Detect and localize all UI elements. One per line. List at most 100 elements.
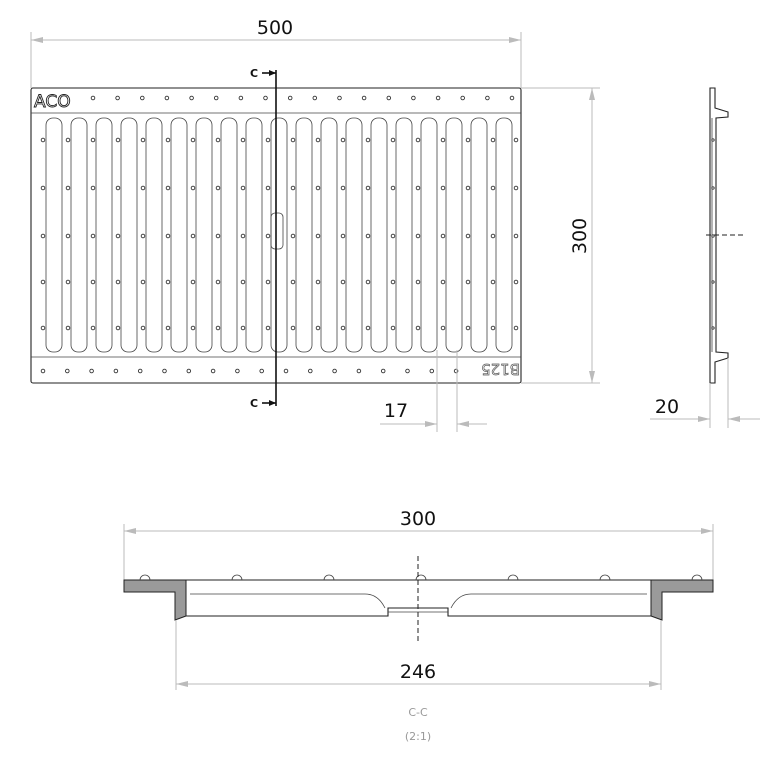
band-hole [164,95,170,101]
bar-hole [315,137,321,143]
bar-hole [40,325,46,331]
bar-hole [513,325,519,331]
bar-hole [190,325,196,331]
slot [270,117,288,353]
section-line-c: C C [250,67,277,410]
band-hole [460,95,465,101]
band-hole [235,368,240,374]
bar-hole [415,137,421,143]
slot [320,117,338,353]
dimension-slot-pitch: 17 [380,350,487,432]
bar-hole [265,185,271,191]
bar-hole [290,137,296,143]
band-hole [429,368,435,374]
bar-hole [240,233,246,239]
band-hole [337,95,342,101]
bar-hole [440,185,446,191]
bar-hole [165,233,171,239]
slot [345,117,363,353]
side-dot [711,234,715,238]
band-hole [213,95,219,101]
band-hole [380,368,386,374]
bar-hole [190,185,196,191]
band-hole [89,368,94,374]
right-flange-section [650,579,714,621]
bar-hole [140,233,146,239]
section-rivet [323,574,335,581]
dimension-label-section-inner: 246 [400,661,436,683]
band-hole [210,368,216,374]
bar-hole [165,325,171,331]
bar-hole [513,233,519,239]
section-rivet [415,574,427,581]
band-hole [40,368,46,374]
slot [45,117,63,353]
bar-hole [265,325,271,331]
slot [420,117,438,353]
slot-group [40,117,519,353]
band-hole [113,368,119,374]
band-hole [361,95,367,101]
bar-hole [340,233,346,239]
bar-hole [240,325,246,331]
band-hole-group [40,95,515,374]
slot [95,117,113,353]
band-hole [140,95,145,101]
bar-hole [290,233,296,239]
band-hole [137,368,143,374]
band-hole [435,95,441,101]
bar-hole [340,325,346,331]
dimension-label-section-width: 300 [400,508,436,530]
bar-hole [415,279,421,285]
bar-hole [215,233,221,239]
slot [470,117,488,353]
bar-hole [315,185,321,191]
band-hole [65,368,70,374]
bar-hole [115,137,121,143]
side-dot [711,326,715,330]
bar-hole [290,185,296,191]
dimension-label-thickness: 20 [655,396,679,418]
band-hole [263,95,268,101]
bar-hole [415,185,421,191]
bar-hole [265,137,271,143]
bar-hole [440,233,446,239]
grating-side-view [706,87,745,384]
bar-hole [265,233,271,239]
side-dot [711,186,715,190]
bar-hole [465,279,471,285]
bar-hole [265,279,271,285]
slot [145,117,163,353]
bar-hole [315,233,321,239]
band-hole [386,95,392,101]
bar-hole [390,279,396,285]
side-dot [711,280,715,284]
section-title: C-C [408,706,428,719]
section-rivet [507,574,519,581]
band-hole [485,95,490,101]
bar-hole [315,325,321,331]
bar-hole [140,137,146,143]
bar-hole [190,233,196,239]
bar-hole [465,137,471,143]
bar-hole [65,137,71,143]
band-hole [259,368,264,374]
bar-hole [490,325,496,331]
dimension-side-thickness: 20 [650,358,760,428]
bar-hole [440,137,446,143]
bar-hole [315,279,321,285]
bar-hole [290,279,296,285]
bar-hole [115,325,121,331]
bar-hole [190,279,196,285]
bar-hole [440,325,446,331]
bar-hole [90,185,96,191]
bar-hole [440,279,446,285]
bar-hole [165,279,171,285]
section-rivet-group [139,574,703,581]
bar-hole [290,325,296,331]
bar-hole [40,185,46,191]
slot [445,117,463,353]
band-hole [356,368,362,374]
bar-hole [340,185,346,191]
